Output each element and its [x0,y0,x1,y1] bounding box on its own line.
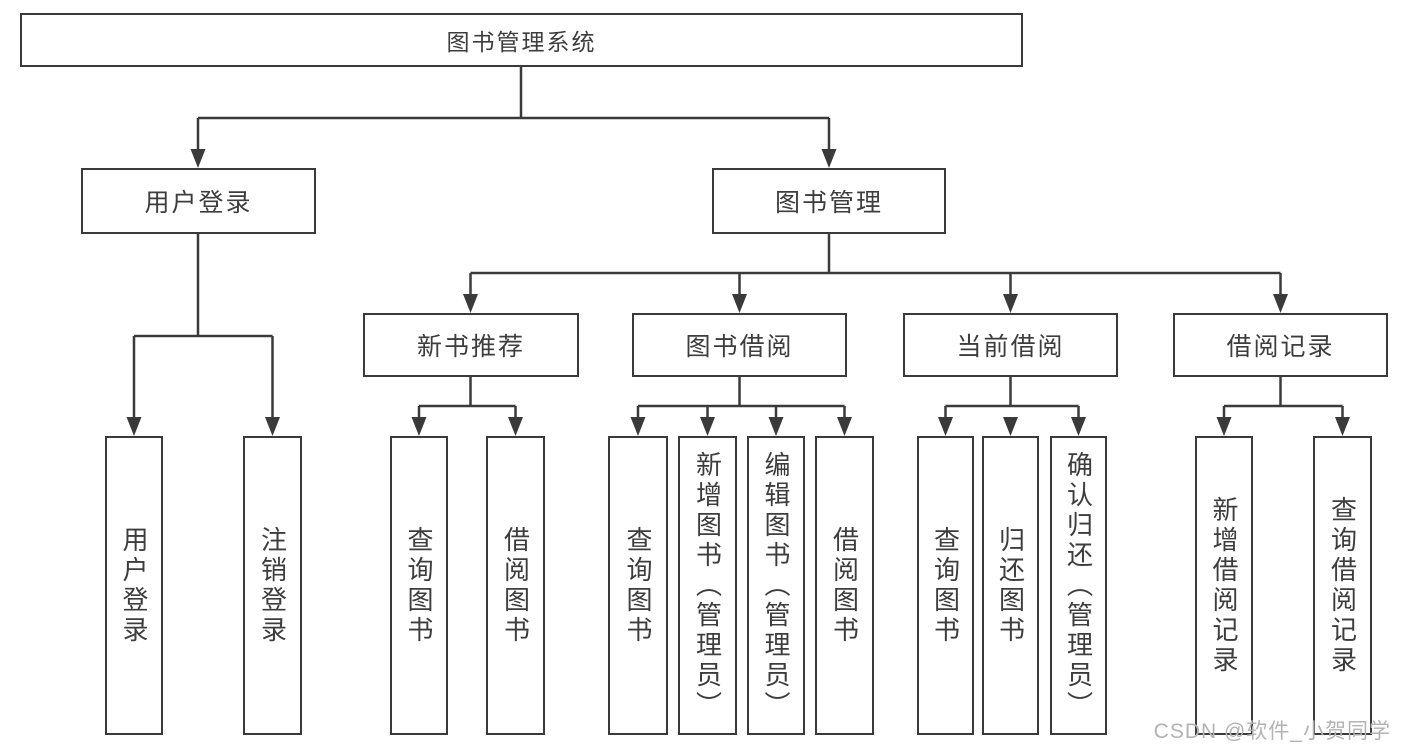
node-root: 图书管理系统 [20,13,1023,67]
leaf-add-borrow-record: 新增借阅记录 [1195,436,1253,735]
leaf-user-login: 用户登录 [105,436,163,735]
leaf-query-books-3: 查询图书 [917,436,974,735]
node-user-login: 用户登录 [81,168,316,234]
node-book-borrow: 图书借阅 [632,313,847,377]
leaf-query-books-1: 查询图书 [390,436,448,735]
leaf-logout: 注销登录 [243,436,302,735]
leaf-borrow-books-2: 借阅图书 [815,436,874,735]
leaf-query-books-2: 查询图书 [608,436,668,735]
node-borrow-records: 借阅记录 [1173,313,1388,377]
watermark: CSDN @软件_小贺同学 [1153,720,1391,743]
node-book-management: 图书管理 [712,168,946,234]
leaf-query-borrow-record: 查询借阅记录 [1313,436,1372,735]
leaf-edit-books-admin: 编辑图书（管理员） [747,436,805,735]
node-new-book-recommend: 新书推荐 [363,313,579,377]
node-current-borrow: 当前借阅 [903,313,1118,377]
leaf-borrow-books-1: 借阅图书 [486,436,545,735]
leaf-add-books-admin: 新增图书（管理员） [678,436,737,735]
leaf-return-books: 归还图书 [982,436,1039,735]
leaf-confirm-return-admin: 确认归还（管理员） [1050,436,1107,735]
